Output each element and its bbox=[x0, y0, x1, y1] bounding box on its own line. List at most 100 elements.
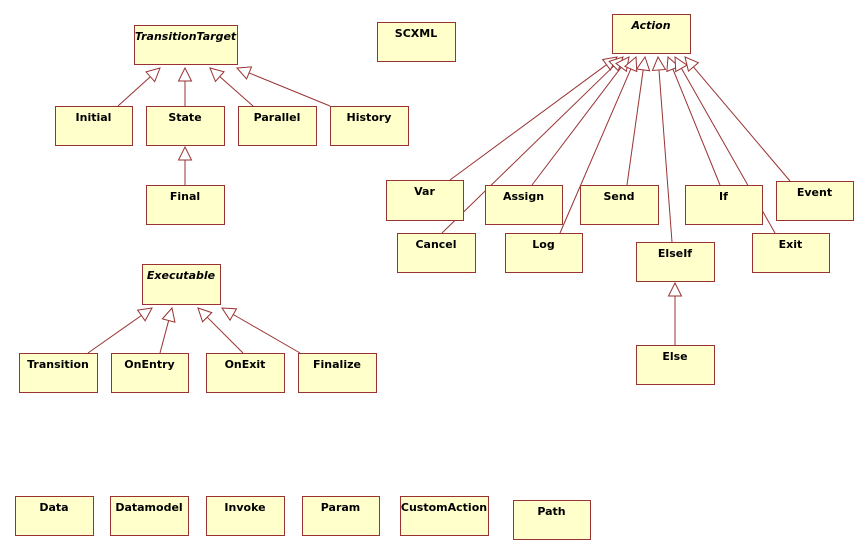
generalization-arrowhead bbox=[635, 55, 651, 72]
class-box bbox=[386, 180, 464, 221]
class-box bbox=[776, 181, 854, 221]
generalization-log-to-action bbox=[559, 55, 638, 234]
class-name-label: History bbox=[347, 111, 392, 124]
generalization-var-to-action bbox=[449, 56, 618, 181]
class-box bbox=[298, 353, 377, 393]
class-name-label: Invoke bbox=[224, 501, 265, 514]
class-name-label: Datamodel bbox=[115, 501, 182, 514]
class-box bbox=[15, 496, 94, 536]
class-initial[interactable]: Initial bbox=[55, 106, 133, 146]
class-event[interactable]: Event bbox=[776, 181, 854, 221]
class-name-label: Cancel bbox=[415, 238, 456, 251]
generalization-line bbox=[87, 315, 142, 354]
class-if[interactable]: If bbox=[685, 185, 763, 225]
class-box bbox=[330, 106, 409, 146]
generalization-arrowhead bbox=[651, 55, 667, 72]
class-executable[interactable]: Executable bbox=[142, 264, 221, 305]
generalization-line bbox=[233, 314, 301, 354]
class-box bbox=[400, 496, 489, 536]
class-action[interactable]: Action bbox=[612, 14, 691, 54]
generalization-line bbox=[248, 72, 331, 107]
class-state[interactable]: State bbox=[146, 106, 225, 146]
class-box bbox=[238, 106, 317, 146]
generalization-line bbox=[441, 65, 615, 234]
generalization-arrowhead bbox=[674, 56, 689, 73]
class-send[interactable]: Send bbox=[580, 185, 659, 225]
class-name-label: Var bbox=[414, 185, 435, 198]
class-box bbox=[580, 185, 659, 225]
class-exit[interactable]: Exit bbox=[752, 233, 830, 273]
class-box bbox=[111, 353, 189, 393]
class-box bbox=[146, 185, 225, 225]
class-path[interactable]: Path bbox=[513, 500, 591, 540]
class-name-label: Finalize bbox=[313, 358, 361, 371]
class-finalize[interactable]: Finalize bbox=[298, 353, 377, 393]
generalization-on-entry-to-executable bbox=[159, 306, 176, 354]
generalization-line bbox=[206, 316, 244, 354]
class-parallel[interactable]: Parallel bbox=[238, 106, 317, 146]
class-box bbox=[612, 14, 691, 54]
generalization-arrowhead bbox=[209, 67, 225, 83]
class-box bbox=[206, 496, 285, 536]
generalization-parallel-to-transition-target bbox=[209, 67, 254, 107]
generalization-assign-to-action bbox=[531, 56, 630, 186]
class-name-label: OnEntry bbox=[124, 358, 174, 371]
generalization-arrowhead bbox=[221, 307, 238, 322]
class-box bbox=[206, 353, 285, 393]
class-name-label: ElseIf bbox=[658, 247, 692, 260]
class-history[interactable]: History bbox=[330, 106, 409, 146]
class-name-label: State bbox=[168, 111, 201, 124]
class-assign[interactable]: Assign bbox=[485, 185, 563, 225]
generalization-arrowhead bbox=[684, 56, 700, 73]
class-name-label: Event bbox=[797, 186, 832, 199]
generalization-line bbox=[449, 64, 607, 181]
class-box bbox=[397, 233, 476, 273]
class-name-label: Assign bbox=[503, 190, 544, 203]
generalization-finalize-to-executable bbox=[221, 307, 301, 354]
class-transition[interactable]: Transition bbox=[19, 353, 98, 393]
generalization-arrowhead bbox=[145, 67, 161, 83]
class-log[interactable]: Log bbox=[505, 233, 583, 273]
class-final[interactable]: Final bbox=[146, 185, 225, 225]
class-name-label: Data bbox=[39, 501, 68, 514]
class-name-label: TransitionTarget bbox=[135, 30, 237, 43]
class-transition-target[interactable]: TransitionTarget bbox=[134, 25, 238, 65]
class-box bbox=[146, 106, 225, 146]
class-name-label: Else bbox=[662, 350, 687, 363]
class-on-entry[interactable]: OnEntry bbox=[111, 353, 189, 393]
class-name-label: Final bbox=[170, 190, 200, 203]
class-box bbox=[55, 106, 133, 146]
class-name-label: Exit bbox=[779, 238, 803, 251]
generalization-arrowhead bbox=[136, 307, 153, 322]
generalization-on-exit-to-executable bbox=[197, 307, 244, 354]
class-else[interactable]: Else bbox=[636, 345, 715, 385]
class-var[interactable]: Var bbox=[386, 180, 464, 221]
class-box bbox=[636, 242, 715, 282]
class-box bbox=[19, 353, 98, 393]
class-custom-action[interactable]: CustomAction bbox=[400, 496, 489, 536]
generalization-line bbox=[117, 76, 151, 107]
class-name-label: CustomAction bbox=[401, 501, 487, 514]
class-name-label: Initial bbox=[76, 111, 112, 124]
class-param[interactable]: Param bbox=[302, 496, 380, 536]
class-cancel[interactable]: Cancel bbox=[397, 233, 476, 273]
generalization-if-to-action bbox=[666, 55, 721, 186]
class-name-label: Log bbox=[532, 238, 554, 251]
generalization-line bbox=[159, 320, 170, 354]
class-data[interactable]: Data bbox=[15, 496, 94, 536]
class-box bbox=[685, 185, 763, 225]
generalization-arrowhead bbox=[667, 281, 683, 297]
class-else-if[interactable]: ElseIf bbox=[636, 242, 715, 282]
generalization-transition-to-executable bbox=[87, 307, 153, 354]
class-box bbox=[377, 22, 456, 62]
class-on-exit[interactable]: OnExit bbox=[206, 353, 285, 393]
generalization-line bbox=[693, 66, 791, 182]
generalization-initial-to-transition-target bbox=[117, 67, 161, 107]
class-datamodel[interactable]: Datamodel bbox=[110, 496, 189, 536]
class-scxml[interactable]: SCXML bbox=[377, 22, 456, 62]
generalization-arrowhead bbox=[177, 66, 193, 82]
class-name-label: Executable bbox=[147, 269, 216, 282]
generalization-else-to-else-if bbox=[667, 281, 683, 345]
class-invoke[interactable]: Invoke bbox=[206, 496, 285, 536]
